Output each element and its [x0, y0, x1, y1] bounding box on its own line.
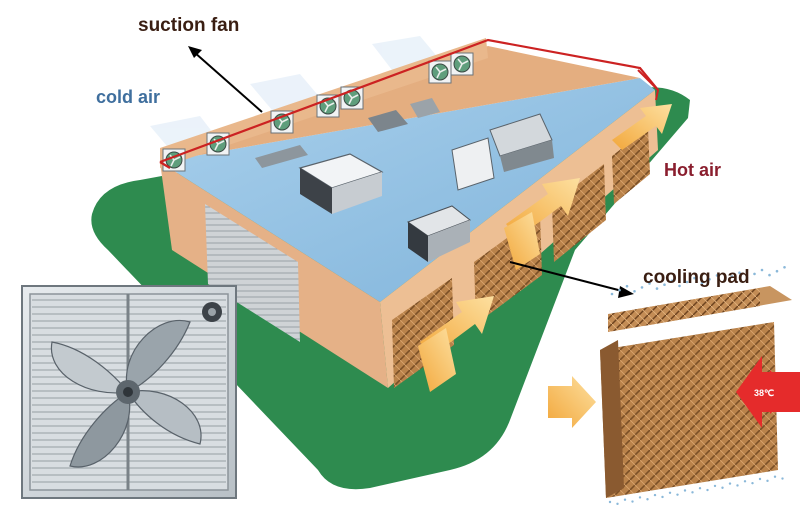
roof-corner	[637, 69, 660, 101]
water-drop	[678, 284, 681, 288]
water-drop	[753, 272, 756, 276]
water-drop	[743, 480, 747, 483]
pointer-arrows	[188, 46, 634, 298]
wall-fan-icon	[450, 52, 474, 76]
label-cold-air: cold air	[96, 87, 160, 107]
water-drop	[738, 271, 741, 275]
heat-arrow	[736, 356, 800, 428]
water-drop	[708, 278, 711, 281]
water-drop	[646, 498, 649, 501]
airflow-arrows	[418, 104, 672, 428]
factory-machinery	[255, 98, 554, 262]
cooling-pad-block	[600, 266, 792, 506]
water-drop	[745, 276, 749, 280]
water-drop	[631, 500, 634, 503]
water-drop	[721, 486, 724, 489]
label-cooling-pad: cooling pad	[643, 267, 750, 288]
label-temperature: 38℃	[754, 388, 774, 398]
water-drop	[691, 491, 694, 494]
water-drop	[751, 481, 754, 485]
exhaust-fan-unit	[21, 285, 237, 499]
water-drop	[655, 287, 659, 290]
water-drop	[608, 500, 612, 504]
water-drop	[648, 282, 651, 285]
water-drop	[783, 266, 786, 269]
water-drop	[758, 477, 762, 481]
wall-fan-icon	[428, 60, 452, 84]
water-drop	[670, 279, 674, 283]
water-drop	[760, 268, 764, 272]
water-drop	[685, 280, 689, 284]
water-drop	[610, 292, 614, 296]
cooling-pad-pointer-head	[618, 286, 634, 298]
water-drop	[781, 477, 784, 480]
water-drop	[700, 281, 704, 285]
label-hot-air: Hot air	[664, 160, 721, 180]
label-suction-fan: suction fan	[138, 15, 239, 36]
wall-fan-icon	[316, 94, 340, 118]
water-drop	[653, 493, 657, 497]
water-drop	[698, 487, 702, 490]
roof-edge	[159, 38, 659, 169]
water-drop	[775, 269, 779, 273]
water-drop	[728, 482, 732, 485]
water-drop	[676, 493, 679, 496]
water-drop	[623, 498, 627, 501]
water-drop	[713, 484, 717, 488]
water-drop	[668, 491, 672, 494]
water-drop	[663, 283, 666, 287]
water-drop	[661, 495, 664, 499]
water-drop	[616, 502, 619, 506]
water-drop	[683, 489, 687, 492]
water-drop	[723, 279, 726, 282]
water-drop	[640, 286, 644, 289]
water-drop	[693, 276, 696, 280]
building-door	[205, 204, 300, 342]
water-drop	[638, 496, 642, 499]
water-drop	[715, 274, 719, 277]
suction-fan-pointer-head	[188, 46, 202, 58]
water-drop	[766, 479, 769, 483]
water-drop	[706, 488, 709, 492]
water-drop	[618, 288, 621, 292]
fan-blades	[50, 319, 202, 468]
water-drop	[730, 275, 734, 278]
water-drop	[625, 284, 629, 288]
water-drop	[773, 475, 777, 478]
water-drop	[768, 273, 771, 277]
water-drop	[633, 290, 636, 293]
water-drop	[736, 484, 739, 487]
